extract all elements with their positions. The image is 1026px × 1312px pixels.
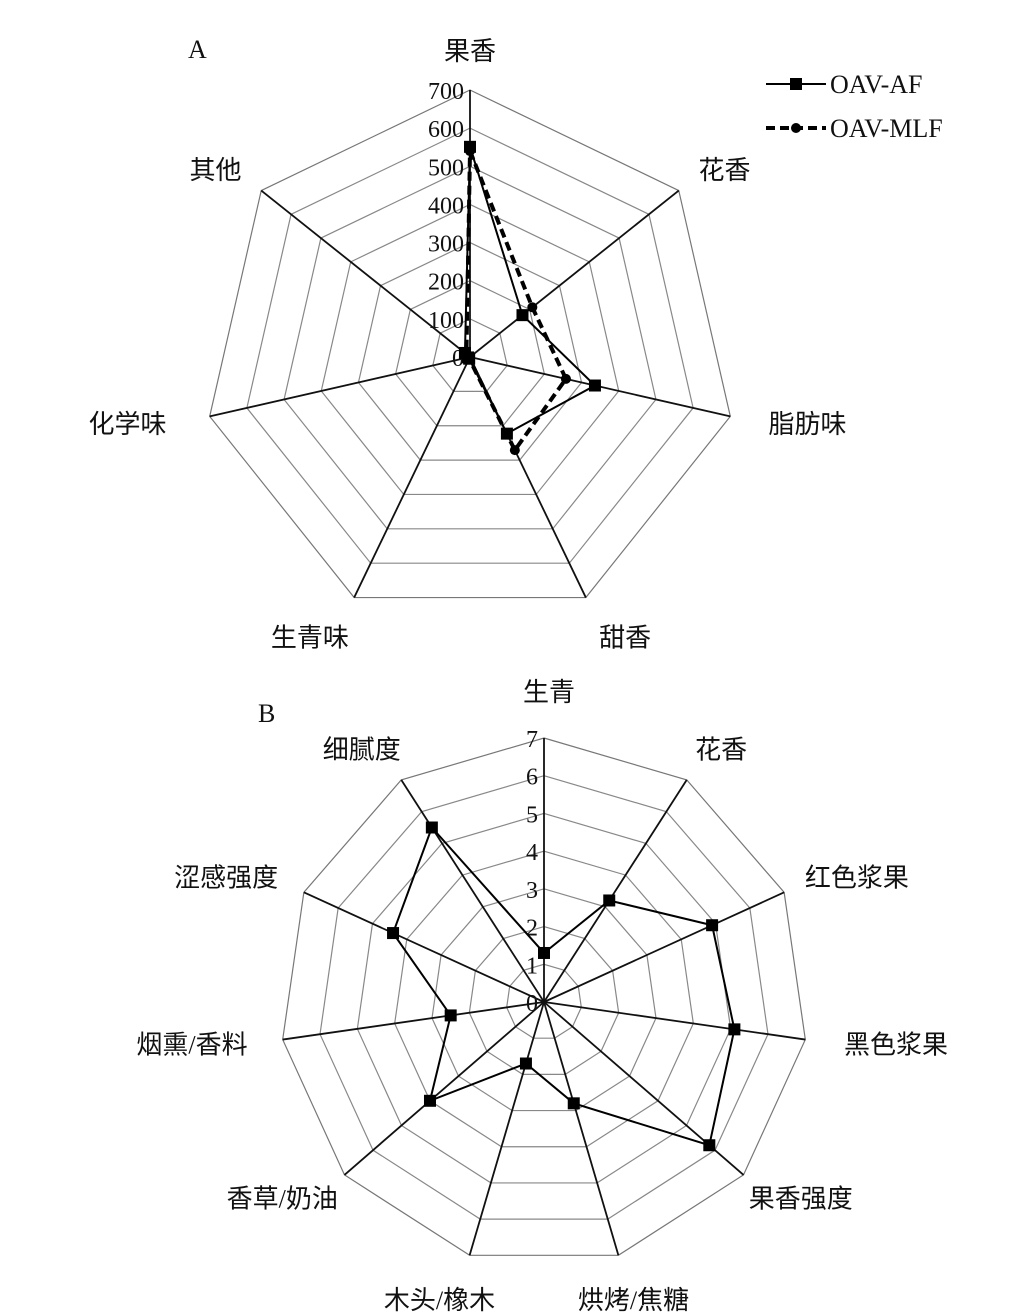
tick-label: 0	[526, 991, 538, 1017]
data-point	[603, 894, 616, 907]
series-line-OAV-MLF	[464, 150, 569, 454]
tick-label: 200	[428, 270, 464, 296]
data-point	[516, 309, 529, 322]
axis-spoke	[468, 1001, 545, 1256]
tick-label: 1	[526, 953, 538, 979]
axis-spoke	[543, 1001, 620, 1256]
grid-ring	[394, 280, 546, 427]
grid-ring	[432, 318, 508, 392]
grid-ring	[320, 203, 620, 496]
data-point	[461, 349, 472, 360]
axis-spoke	[543, 1001, 806, 1041]
tick-label: 500	[428, 155, 464, 181]
axis-label: 花香	[695, 736, 747, 765]
tick-label: 4	[526, 840, 538, 866]
panel-label: A	[188, 35, 207, 64]
grid-ring	[282, 737, 806, 1256]
tick-label: 100	[428, 308, 464, 334]
axis-label: 脂肪味	[768, 410, 846, 439]
tick-label: 2	[526, 916, 538, 942]
axis-label: 木头/橡木	[384, 1286, 495, 1312]
tick-label: 6	[526, 765, 538, 791]
axis-label: 生青	[523, 678, 575, 707]
legend-label: OAV-MLF	[830, 114, 943, 143]
radar-chart-A: 0100200300400500600700果香花香脂肪味甜香生青味化学味其他A…	[89, 35, 943, 652]
axis-spoke	[543, 779, 688, 1003]
axis-label: 其他	[189, 156, 241, 185]
data-point	[519, 1057, 532, 1070]
axis-label: 红色浆果	[805, 863, 909, 892]
data-point	[538, 946, 550, 959]
data-point	[706, 919, 719, 932]
axis-label: 黑色浆果	[844, 1031, 948, 1060]
data-point	[588, 379, 601, 392]
legend-marker	[791, 123, 801, 133]
series-line-score	[391, 825, 736, 1147]
legend-label: OAV-AF	[830, 70, 923, 99]
panel-label: B	[258, 699, 275, 728]
axis-spoke	[353, 356, 471, 598]
grid-ring	[468, 925, 620, 1075]
tick-label: 600	[428, 117, 464, 143]
grid-ring	[431, 888, 657, 1112]
grid-ring	[357, 241, 583, 461]
axis-label: 生青味	[271, 623, 349, 652]
axis-label: 甜香	[599, 623, 651, 652]
grid-ring	[283, 165, 657, 530]
tick-label: 5	[526, 802, 538, 828]
data-point	[560, 373, 571, 384]
data-point	[423, 1094, 436, 1107]
axis-spoke	[343, 1001, 545, 1176]
legend-marker	[790, 78, 802, 90]
axis-label: 花香	[699, 156, 751, 185]
axis-label: 果香	[444, 37, 496, 66]
data-point	[509, 445, 520, 456]
axis-spoke	[303, 891, 545, 1003]
data-point	[425, 821, 438, 834]
grid-ring	[319, 775, 769, 1220]
axis-label: 细腻度	[323, 736, 401, 765]
data-point	[527, 302, 538, 313]
axis-spoke	[543, 891, 785, 1003]
tick-label: 7	[526, 727, 538, 753]
data-point	[444, 1009, 457, 1022]
data-point	[465, 146, 475, 157]
axis-spoke	[469, 189, 680, 358]
tick-label: 700	[428, 79, 464, 105]
data-point	[567, 1097, 580, 1110]
axis-spoke	[260, 189, 471, 358]
grid-ring	[506, 963, 582, 1039]
grid-ring	[246, 127, 694, 564]
grid-ring	[209, 89, 731, 599]
axis-label: 烟熏/香料	[136, 1031, 247, 1060]
data-point	[387, 927, 400, 940]
tick-label: 300	[428, 232, 464, 258]
data-point	[728, 1023, 741, 1036]
axis-spoke	[282, 1001, 545, 1041]
grid-ring	[394, 850, 694, 1148]
axis-label: 香草/奶油	[227, 1184, 338, 1213]
axis-spoke	[209, 356, 471, 418]
tick-label: 3	[526, 878, 538, 904]
legend: OAV-AF OAV-MLF	[766, 70, 943, 143]
axis-label: 涩感强度	[174, 863, 278, 892]
axis-spoke	[400, 779, 545, 1003]
grid-ring	[356, 812, 732, 1184]
axis-label: 烘烤/焦糖	[578, 1286, 689, 1312]
axis-label: 果香强度	[749, 1184, 853, 1213]
tick-label: 400	[428, 193, 464, 219]
data-point	[703, 1139, 716, 1152]
axis-label: 化学味	[89, 410, 167, 439]
